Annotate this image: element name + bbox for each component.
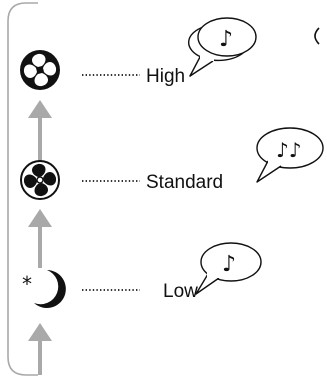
clipped-bracket xyxy=(314,27,320,45)
cycle-arrow-up xyxy=(28,209,52,268)
single-note-icon: ♪ xyxy=(219,27,233,52)
fan-icon-solid xyxy=(20,50,60,90)
moon-icon xyxy=(34,270,66,308)
sound-bubble-low: ♪ xyxy=(195,242,262,295)
sound-bubble-standard: ♪♪ xyxy=(256,127,324,183)
mode-label-high: High xyxy=(146,66,185,87)
mode-row-low: * Low ♪ xyxy=(22,242,262,308)
sound-bubble-high: ♪ xyxy=(187,17,257,77)
cycle-loop-line xyxy=(7,2,38,376)
mode-label-standard: Standard xyxy=(146,172,223,193)
cycle-arrow-up xyxy=(28,323,52,375)
sleep-moon-star-icon: * xyxy=(22,270,66,308)
double-note-icon: ♪♪ xyxy=(276,138,302,162)
fan-icon-outline xyxy=(20,160,60,200)
mode-label-low: Low xyxy=(163,281,198,302)
cycle-arrow-up xyxy=(28,100,52,166)
star-icon: * xyxy=(22,272,32,296)
single-note-icon: ♪ xyxy=(222,252,236,277)
mode-row-high: High ♪ xyxy=(20,17,257,90)
mode-row-standard: Standard ♪♪ xyxy=(20,127,324,200)
